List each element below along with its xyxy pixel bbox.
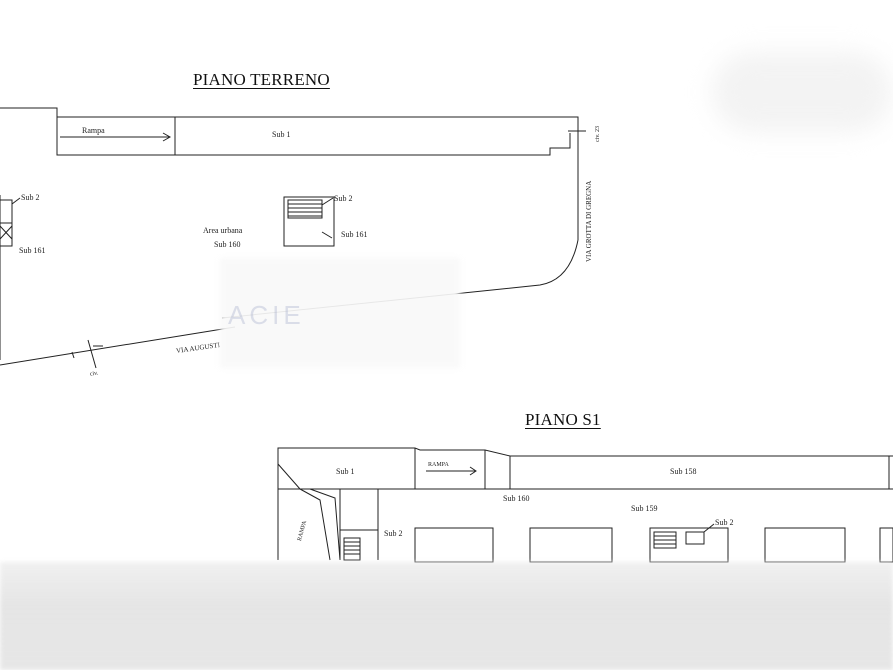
basement-outline — [277, 447, 893, 561]
label-b-sub160: Sub 160 — [503, 494, 530, 503]
label-b-sub2-right: Sub 2 — [715, 518, 734, 527]
label-sub160: Sub 160 — [214, 240, 241, 249]
label-sub161-left: Sub 161 — [19, 246, 46, 255]
basement-rampa-arrow — [426, 466, 477, 476]
scan-smudge — [712, 52, 892, 132]
label-sub161-center: Sub 161 — [341, 230, 368, 239]
rampa-arrow — [60, 132, 172, 142]
street-markers — [71, 339, 103, 369]
ground-floor-outline — [0, 107, 586, 366]
left-stair-block — [0, 197, 21, 247]
label-area-urbana: Area urbana — [203, 226, 243, 235]
blurred-bottom-band — [0, 562, 893, 670]
label-civ-bottom: civ. — [89, 370, 99, 378]
watermark-patch — [220, 258, 460, 368]
label-b-sub159: Sub 159 — [631, 504, 658, 513]
label-sub2-left: Sub 2 — [21, 193, 40, 202]
label-street-right-number: civ. 23 — [595, 126, 601, 142]
center-stair-block — [283, 196, 335, 247]
label-b-sub2-left: Sub 2 — [384, 529, 403, 538]
watermark-text: ACIE — [228, 300, 305, 330]
label-sub1: Sub 1 — [272, 130, 291, 139]
ground-floor-title: PIANO TERRENO — [193, 70, 330, 89]
label-street-right: VIA GROTTA DI GREGNA — [585, 180, 593, 262]
basement-title: PIANO S1 — [525, 410, 601, 429]
label-b-sub158: Sub 158 — [670, 467, 697, 476]
label-sub2-center: Sub 2 — [334, 194, 353, 203]
basement-stairs — [343, 523, 715, 561]
label-b-rampa-top: RAMPA — [428, 462, 449, 468]
label-b-sub1: Sub 1 — [336, 467, 355, 476]
label-rampa: Rampa — [82, 126, 105, 135]
